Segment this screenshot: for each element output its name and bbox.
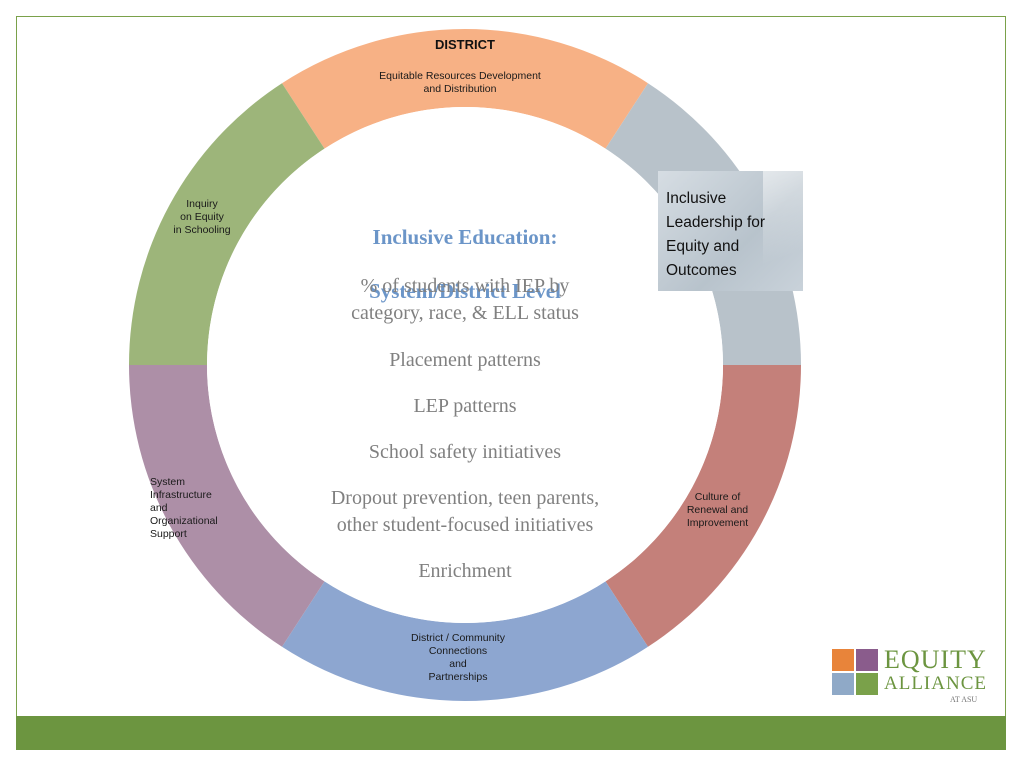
indicator-item: School safety initiatives bbox=[368, 441, 562, 463]
segment-culture bbox=[605, 365, 801, 647]
segment-label-inquiry: Inquiry on Equity in Schooling bbox=[173, 198, 231, 236]
segment-resources bbox=[282, 29, 648, 149]
segment-label-leadership: Inclusive Leadership for Equity and Outc… bbox=[666, 190, 766, 279]
logo-word-at-asu: AT ASU bbox=[950, 695, 978, 704]
indicator-item: LEP patterns bbox=[413, 395, 517, 417]
segment-label-resources: Equitable Resources Development and Dist… bbox=[379, 70, 541, 95]
equity-alliance-logo: EQUITY ALLIANCE AT ASU bbox=[832, 646, 997, 706]
district-heading: DISTRICT bbox=[435, 37, 495, 52]
segment-infrastructure bbox=[129, 365, 325, 647]
indicator-item: Placement patterns bbox=[389, 349, 541, 371]
logo-square-green bbox=[856, 673, 878, 695]
logo-square-purple bbox=[856, 649, 878, 671]
logo-square-orange bbox=[832, 649, 854, 671]
segment-community bbox=[282, 581, 648, 702]
footer-bar bbox=[16, 716, 1006, 750]
logo-word-alliance: ALLIANCE bbox=[884, 673, 987, 694]
wheel-center bbox=[207, 107, 723, 623]
segment-label-culture: Culture of Renewal and Improvement bbox=[686, 491, 749, 529]
logo-word-equity: EQUITY bbox=[884, 645, 987, 674]
title-line-1: Inclusive Education: bbox=[372, 225, 558, 249]
segment-inquiry bbox=[129, 83, 325, 365]
leadership-callout: Inclusive Leadership for Equity and Outc… bbox=[658, 171, 803, 291]
indicator-item: Dropout prevention, teen parents, other … bbox=[330, 487, 600, 536]
page-title: Inclusive Education: System/District Lev… bbox=[315, 197, 615, 332]
segment-label-community: District / Community Connections and Par… bbox=[411, 632, 505, 683]
indicator-item: Enrichment bbox=[418, 560, 512, 582]
segment-label-infrastructure: System Infrastructure and Organizational… bbox=[150, 476, 218, 540]
indicator-item: % of students with IEP by category, race… bbox=[351, 275, 579, 324]
title-line-2: System/District Level bbox=[369, 279, 561, 303]
logo-square-blue bbox=[832, 673, 854, 695]
